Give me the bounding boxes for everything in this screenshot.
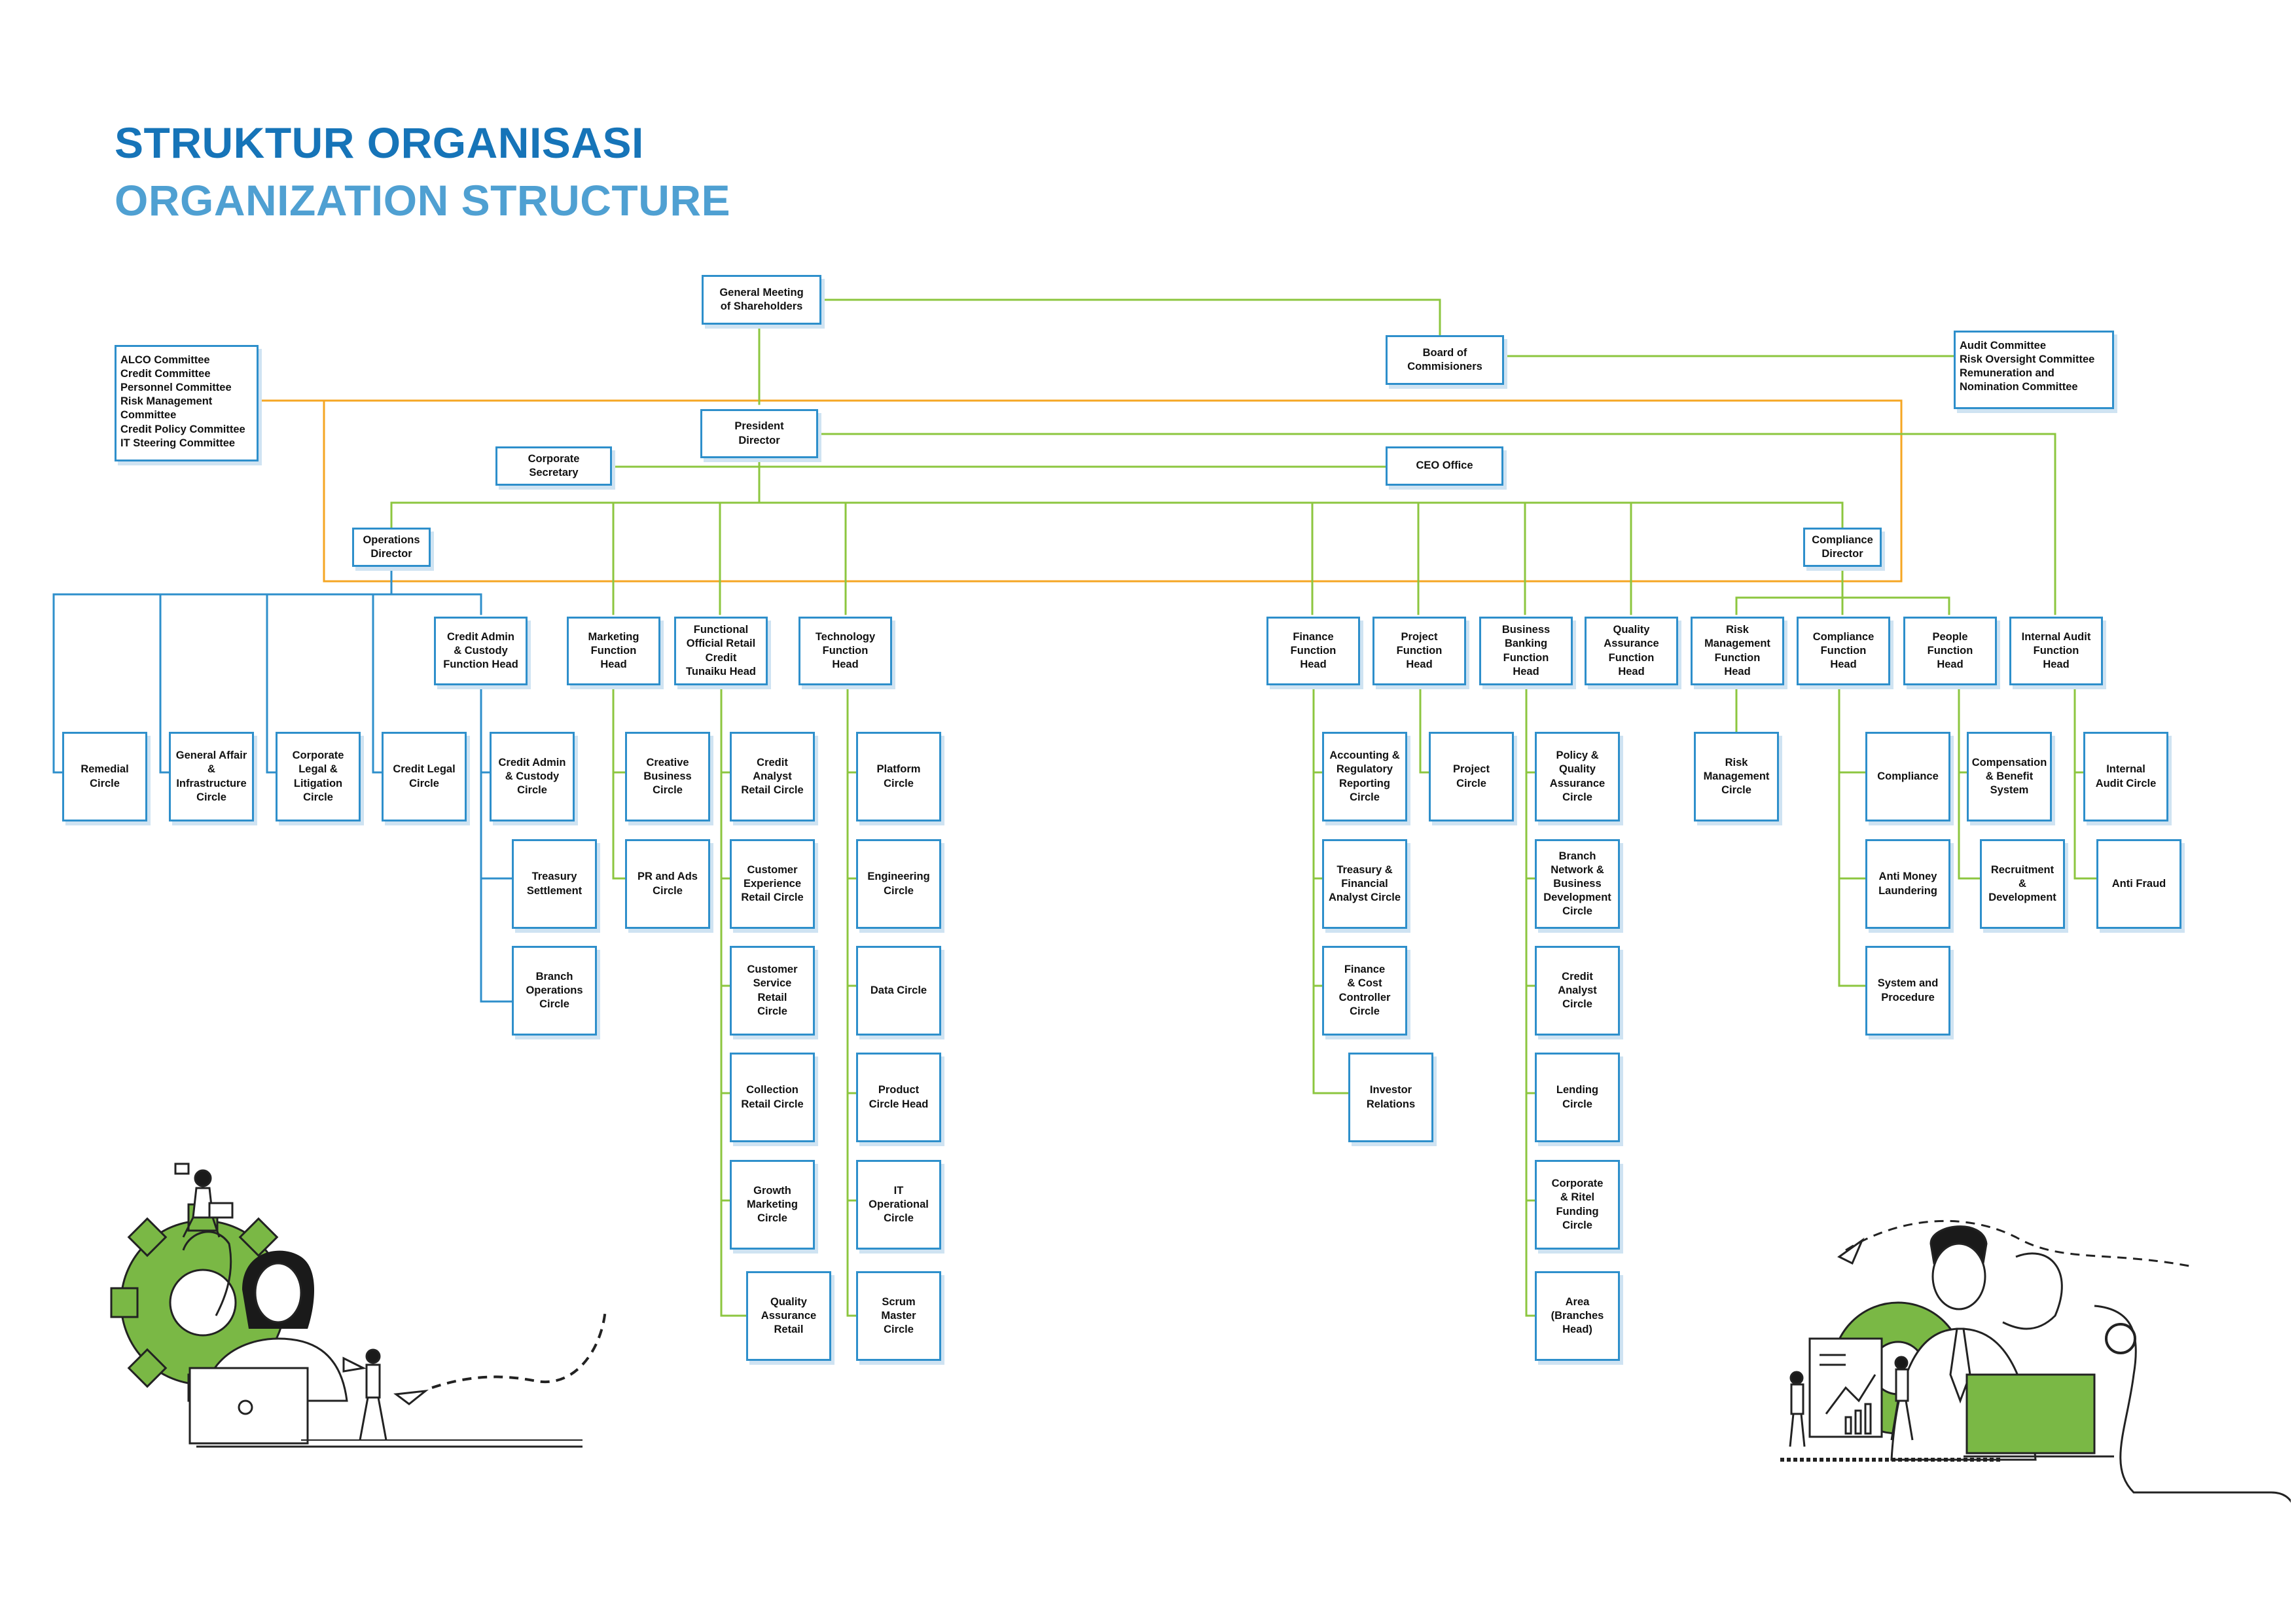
- node-marketing-head: Marketing Function Head: [567, 617, 660, 685]
- node-risk-management-circle: Risk Management Circle: [1694, 732, 1779, 821]
- node-customer-experience-circle: Customer Experience Retail Circle: [730, 839, 815, 929]
- laptop-icon: [188, 1367, 583, 1448]
- dashed-flight-path: [1845, 1219, 2193, 1268]
- node-area-branches-head: Area (Branches Head): [1535, 1271, 1620, 1361]
- node-compensation-benefit: Compensation & Benefit System: [1967, 732, 2052, 821]
- node-general-meeting: General Meeting of Shareholders: [702, 275, 821, 325]
- node-funding-circle: Corporate & Ritel Funding Circle: [1535, 1160, 1620, 1250]
- node-scrum-master-circle: Scrum Master Circle: [856, 1271, 941, 1361]
- node-pr-ads-circle: PR and Ads Circle: [625, 839, 710, 929]
- node-system-procedure: System and Procedure: [1865, 946, 1950, 1036]
- person-with-megaphone: [342, 1348, 387, 1441]
- node-compliance-head: Compliance Function Head: [1797, 617, 1890, 685]
- node-executive-committees: ALCO Committee Credit Committee Personne…: [115, 345, 259, 461]
- node-president-director: President Director: [700, 409, 818, 458]
- paper-plane-icon: [1837, 1237, 1865, 1265]
- right-illustration: [1780, 1219, 2291, 1503]
- node-corporate-secretary: Corporate Secretary: [495, 446, 612, 486]
- node-corporate-legal-circle: Corporate Legal & Litigation Circle: [276, 732, 361, 821]
- node-project-head: Project Function Head: [1372, 617, 1466, 685]
- node-people-head: People Function Head: [1903, 617, 1997, 685]
- node-platform-circle: Platform Circle: [856, 732, 941, 821]
- node-finance-head: Finance Function Head: [1266, 617, 1360, 685]
- node-board-of-commissioners: Board of Commisioners: [1386, 335, 1504, 385]
- node-investor-relations: Investor Relations: [1348, 1053, 1433, 1142]
- node-anti-fraud: Anti Fraud: [2096, 839, 2181, 929]
- node-credit-analyst-retail-circle: Credit Analyst Retail Circle: [730, 732, 815, 821]
- ring-icon: [2105, 1323, 2136, 1354]
- node-branch-operations-circle: Branch Operations Circle: [512, 946, 597, 1036]
- node-general-affair-circle: General Affair & Infrastructure Circle: [169, 732, 254, 821]
- whiteboard-chart: [1808, 1337, 1883, 1438]
- node-internal-audit-head: Internal Audit Function Head: [2009, 617, 2103, 685]
- node-cost-controller-circle: Finance & Cost Controller Circle: [1322, 946, 1407, 1036]
- node-anti-money-laundering: Anti Money Laundering: [1865, 839, 1950, 929]
- node-risk-management-head: Risk Management Function Head: [1691, 617, 1784, 685]
- node-technology-head: Technology Function Head: [798, 617, 892, 685]
- person-on-gear: [174, 1163, 234, 1238]
- node-accounting-circle: Accounting & Regulatory Reporting Circle: [1322, 732, 1407, 821]
- node-quality-assurance-retail: Quality Assurance Retail: [746, 1271, 831, 1361]
- node-product-circle-head: Product Circle Head: [856, 1053, 941, 1142]
- node-internal-audit-circle: Internal Audit Circle: [2083, 732, 2168, 821]
- node-business-banking-head: Business Banking Function Head: [1479, 617, 1573, 685]
- committee-connector: [257, 399, 1903, 583]
- operations-connectors: [52, 566, 513, 1003]
- laptop-icon: [1964, 1373, 2114, 1458]
- node-creative-business-circle: Creative Business Circle: [625, 732, 710, 821]
- node-remedial-circle: Remedial Circle: [62, 732, 147, 821]
- node-data-circle: Data Circle: [856, 946, 941, 1036]
- function-connectors: [612, 684, 2098, 1317]
- node-treasury-settlement: Treasury Settlement: [512, 839, 597, 929]
- governance-connectors: [390, 298, 2056, 615]
- node-credit-admin-custody-circle: Credit Admin & Custody Circle: [490, 732, 575, 821]
- node-collection-retail-circle: Collection Retail Circle: [730, 1053, 815, 1142]
- node-quality-assurance-head: Quality Assurance Function Head: [1585, 617, 1678, 685]
- node-branch-network-circle: Branch Network & Business Development Ci…: [1535, 839, 1620, 929]
- node-treasury-financial-circle: Treasury & Financial Analyst Circle: [1322, 839, 1407, 929]
- node-it-operational-circle: IT Operational Circle: [856, 1160, 941, 1250]
- node-credit-admin-custody-head: Credit Admin & Custody Function Head: [434, 617, 528, 685]
- node-engineering-circle: Engineering Circle: [856, 839, 941, 929]
- left-illustration: [110, 1163, 607, 1448]
- page-title-en: ORGANIZATION STRUCTURE: [115, 176, 731, 225]
- node-board-committees: Audit Committee Risk Oversight Committee…: [1954, 331, 2114, 409]
- paper-plane-icon: [393, 1308, 607, 1405]
- small-people: [1789, 1356, 1914, 1447]
- node-policy-qa-circle: Policy & Quality Assurance Circle: [1535, 732, 1620, 821]
- node-credit-analyst-circle: Credit Analyst Circle: [1535, 946, 1620, 1036]
- node-ceo-office: CEO Office: [1386, 446, 1503, 486]
- node-project-circle: Project Circle: [1429, 732, 1514, 821]
- node-lending-circle: Lending Circle: [1535, 1053, 1620, 1142]
- node-operations-director: Operations Director: [352, 528, 431, 567]
- node-recruitment-development: Recruitment & Development: [1980, 839, 2065, 929]
- node-tunaiku-head: Functional Official Retail Credit Tunaik…: [674, 617, 768, 685]
- node-compliance-director: Compliance Director: [1803, 528, 1882, 567]
- page-title-id: STRUKTUR ORGANISASI: [115, 118, 644, 167]
- node-customer-service-circle: Customer Service Retail Circle: [730, 946, 815, 1036]
- node-growth-marketing-circle: Growth Marketing Circle: [730, 1160, 815, 1250]
- node-compliance: Compliance: [1865, 732, 1950, 821]
- node-credit-legal-circle: Credit Legal Circle: [382, 732, 467, 821]
